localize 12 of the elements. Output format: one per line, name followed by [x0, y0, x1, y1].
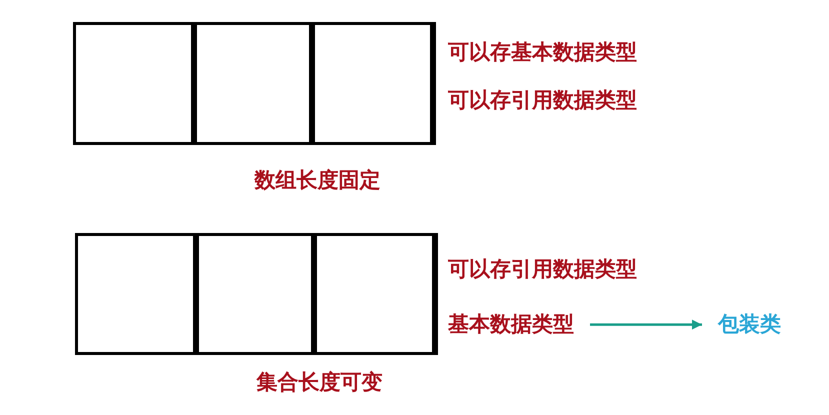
node-text: 基本数据类型: [448, 312, 574, 338]
note-text: 可以存基本数据类型: [448, 40, 637, 66]
node-text: 包装类: [718, 312, 781, 338]
note-text: 可以存引用数据类型: [448, 88, 637, 114]
arrow: [590, 320, 702, 330]
array-cell: [191, 22, 315, 145]
node-label: 数组长度固定: [254, 168, 380, 194]
node-label: 集合长度可变: [256, 370, 382, 396]
array-cell: [193, 233, 317, 355]
note-text: 可以存引用数据类型: [448, 257, 637, 282]
array-cell: [309, 22, 433, 145]
array-cell: [311, 233, 435, 355]
